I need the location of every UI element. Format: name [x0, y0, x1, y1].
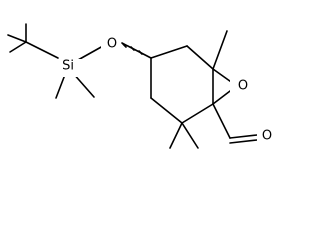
bond-ring-methyl-top	[212, 30, 228, 70]
bond-ring-to-aldehyde	[212, 103, 231, 139]
carbonyl-oxygen-label: O	[262, 129, 272, 144]
aldehyde-group	[212, 103, 258, 144]
tert-butyl-group	[7, 23, 59, 59]
bond-tbu-methyl-upper-left	[7, 34, 27, 43]
bond-ring-c4-c5	[150, 45, 188, 59]
bond-tbu-to-silicon	[25, 41, 59, 59]
bond-gem-methyl-right	[181, 122, 199, 149]
bond-oxygen-to-ring	[121, 42, 152, 59]
silicon-label: Si	[62, 59, 74, 74]
bond-ring-c2-c3	[150, 97, 183, 124]
bond-tbu-methyl-lower-left	[9, 41, 27, 53]
bond-gem-methyl-left	[169, 122, 183, 149]
molecule-structure: Si O O O	[7, 23, 275, 149]
bond-ring-c5-c6	[186, 45, 214, 70]
ether-oxygen-label: O	[107, 37, 117, 52]
atom-labels: Si O O O	[58, 33, 275, 145]
bond-aldehyde-double-2	[229, 139, 258, 144]
bond-ring-c1-c2	[181, 103, 214, 124]
bond-aldehyde-double-1	[229, 134, 258, 139]
cyclohexane-ring	[150, 45, 214, 124]
bond-si-to-oxygen	[77, 45, 104, 61]
gem-dimethyl-group	[169, 122, 199, 149]
stereo-hash-oxygen	[122, 43, 143, 55]
epoxide-oxygen-label: O	[238, 79, 248, 94]
